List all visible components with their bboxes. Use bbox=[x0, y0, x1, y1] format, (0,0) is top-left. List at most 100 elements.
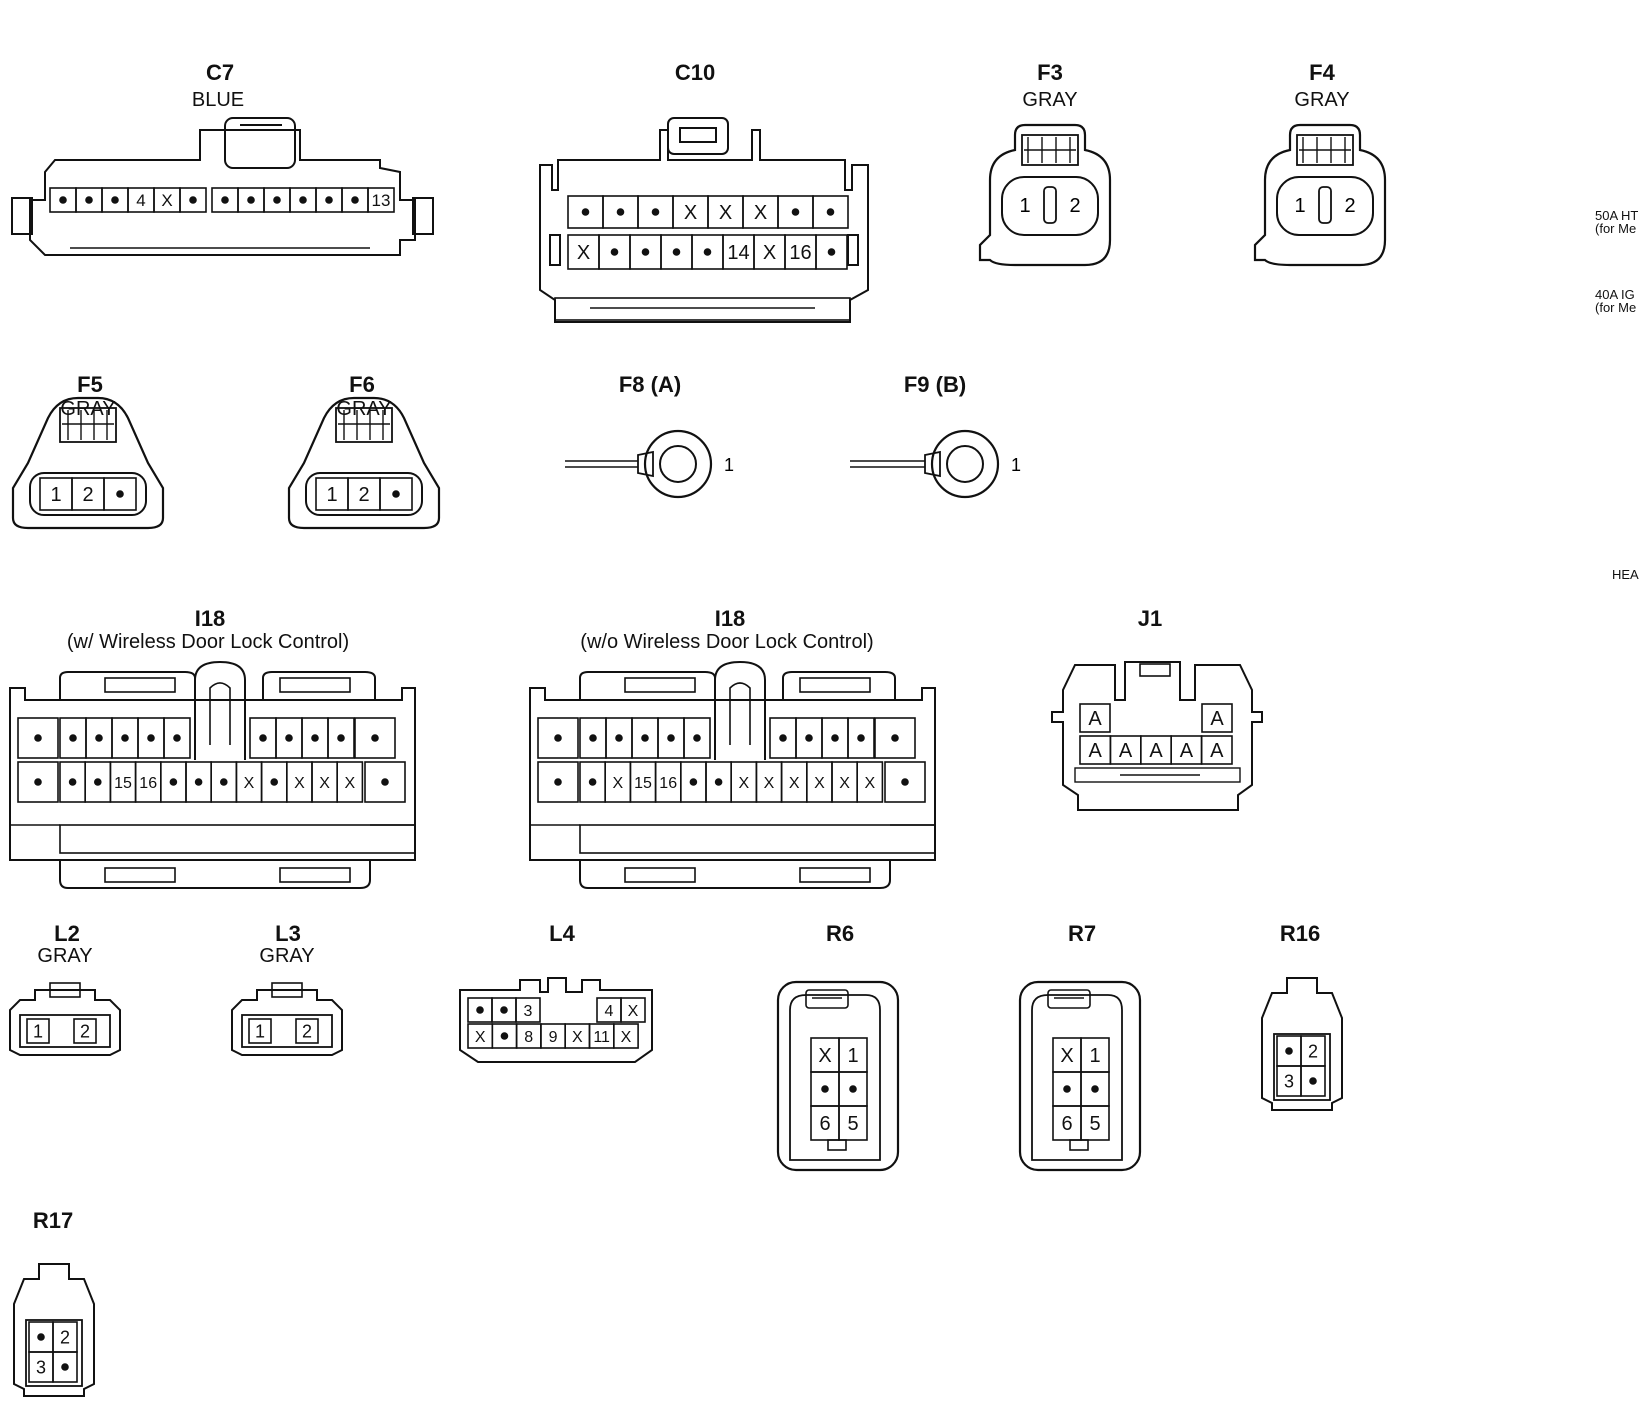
pin-cell bbox=[679, 761, 707, 803]
pin-dot bbox=[476, 1006, 484, 1014]
connector-i18-w-variant: (w/ Wireless Door Lock Control) bbox=[66, 631, 350, 653]
connector-l2-color: GRAY bbox=[37, 945, 93, 967]
pin-cell bbox=[163, 717, 191, 759]
connector-l2-code: L2 bbox=[54, 921, 80, 946]
pin-dot bbox=[371, 734, 379, 742]
pin-cell bbox=[364, 761, 406, 803]
pin-cell: X bbox=[235, 761, 263, 803]
pin-dot bbox=[616, 208, 625, 216]
pin-cell bbox=[1276, 1035, 1302, 1067]
pin-label: X bbox=[319, 775, 330, 792]
pin-label: 3 bbox=[36, 1357, 46, 1377]
pin-cell: X bbox=[1052, 1037, 1082, 1073]
pin-dot bbox=[381, 778, 389, 786]
pin-cell: X bbox=[831, 761, 859, 803]
pin-label: X bbox=[294, 775, 305, 792]
pin-dot bbox=[689, 778, 698, 786]
pin-label: 4 bbox=[605, 1003, 614, 1020]
pin-dot bbox=[95, 734, 103, 742]
pin-label: X bbox=[814, 775, 825, 792]
connector-r16-code: R16 bbox=[1279, 921, 1321, 946]
pin-cell bbox=[84, 761, 112, 803]
pin-label: 1 bbox=[1089, 1045, 1100, 1067]
pin-cell bbox=[59, 717, 87, 759]
pin-label: 1 bbox=[847, 1045, 858, 1067]
pin-cell bbox=[103, 477, 137, 511]
pin-label: X bbox=[763, 242, 776, 264]
connector-f6-color: GRAY bbox=[336, 398, 392, 420]
pin-dot bbox=[791, 208, 800, 216]
pin-cell bbox=[85, 717, 113, 759]
pin-cell: X bbox=[604, 761, 632, 803]
pin-label: 1 bbox=[326, 484, 337, 506]
pin-label: X bbox=[719, 202, 732, 224]
pin-label: 1 bbox=[1019, 195, 1030, 217]
pin-cell: 1 bbox=[26, 1018, 50, 1044]
pin-cell bbox=[537, 717, 579, 759]
pin-dot bbox=[651, 208, 660, 216]
pin-cell bbox=[101, 187, 129, 213]
connector-i18-wo-variant: (w/o Wireless Door Lock Control) bbox=[580, 631, 874, 653]
connector-i18-wo-code: I18 bbox=[714, 606, 746, 631]
pin-cell bbox=[810, 1071, 840, 1107]
pin-cell bbox=[260, 761, 288, 803]
pin-dot bbox=[311, 734, 319, 742]
pin-cell: 2 bbox=[52, 1321, 78, 1353]
pin-cell bbox=[1080, 1071, 1110, 1107]
pin-cell bbox=[812, 195, 849, 229]
pin-cell: X bbox=[467, 1023, 494, 1049]
pin-cell: 13 bbox=[367, 187, 395, 213]
connector-f4-color: GRAY bbox=[1294, 89, 1350, 111]
connector-f9: 1 bbox=[850, 429, 1021, 499]
pin-cell bbox=[605, 717, 633, 759]
pin-cell bbox=[691, 234, 724, 270]
pin-label: 3 bbox=[524, 1003, 533, 1020]
pin-cell bbox=[49, 187, 77, 213]
pin-cell bbox=[683, 717, 711, 759]
pin-label: 14 bbox=[727, 242, 749, 264]
pin-cell: 6 bbox=[810, 1105, 840, 1141]
pin-cell bbox=[467, 997, 493, 1023]
pin-dot bbox=[147, 734, 155, 742]
pin-cell: X bbox=[753, 234, 786, 270]
pin-label: 2 bbox=[1308, 1041, 1318, 1061]
fuse-note-50a: 50A HT bbox=[1595, 208, 1639, 223]
connector-f6-code: F6 bbox=[349, 372, 375, 397]
fuse-note-40a: 40A IG bbox=[1595, 287, 1635, 302]
connector-f5-code: F5 bbox=[77, 372, 103, 397]
connector-c7-code: C7 bbox=[205, 60, 235, 85]
pin-dot bbox=[299, 196, 307, 204]
pin-cell: 2 bbox=[1300, 1035, 1326, 1067]
pin-cell bbox=[579, 761, 607, 803]
pin-cell: 1 bbox=[315, 477, 349, 511]
pin-dot bbox=[779, 734, 787, 742]
pin-cell: X bbox=[336, 761, 364, 803]
pin-cell: X bbox=[730, 761, 758, 803]
connector-r16: 23 bbox=[1261, 977, 1343, 1111]
pin-dot bbox=[85, 196, 93, 204]
pin-dot bbox=[714, 778, 723, 786]
pin-label: 1 bbox=[1294, 195, 1305, 217]
pin-dot bbox=[69, 734, 77, 742]
pin-cell: A bbox=[1201, 703, 1233, 733]
pin-cell bbox=[598, 234, 631, 270]
pin-dot bbox=[221, 196, 229, 204]
pin-cell: 1 bbox=[248, 1018, 272, 1044]
pin-dot bbox=[827, 248, 836, 256]
pin-cell: X bbox=[810, 1037, 840, 1073]
pin-dot bbox=[325, 196, 333, 204]
pin-label: X bbox=[754, 202, 767, 224]
pin-cell: 1 bbox=[39, 477, 73, 511]
pin-label: 2 bbox=[1069, 195, 1080, 217]
pin-cell bbox=[379, 477, 413, 511]
pin-dot bbox=[667, 734, 675, 742]
pin-cell bbox=[211, 187, 239, 213]
pin-cell: A bbox=[1079, 703, 1111, 733]
pin-cell: 16 bbox=[784, 234, 817, 270]
